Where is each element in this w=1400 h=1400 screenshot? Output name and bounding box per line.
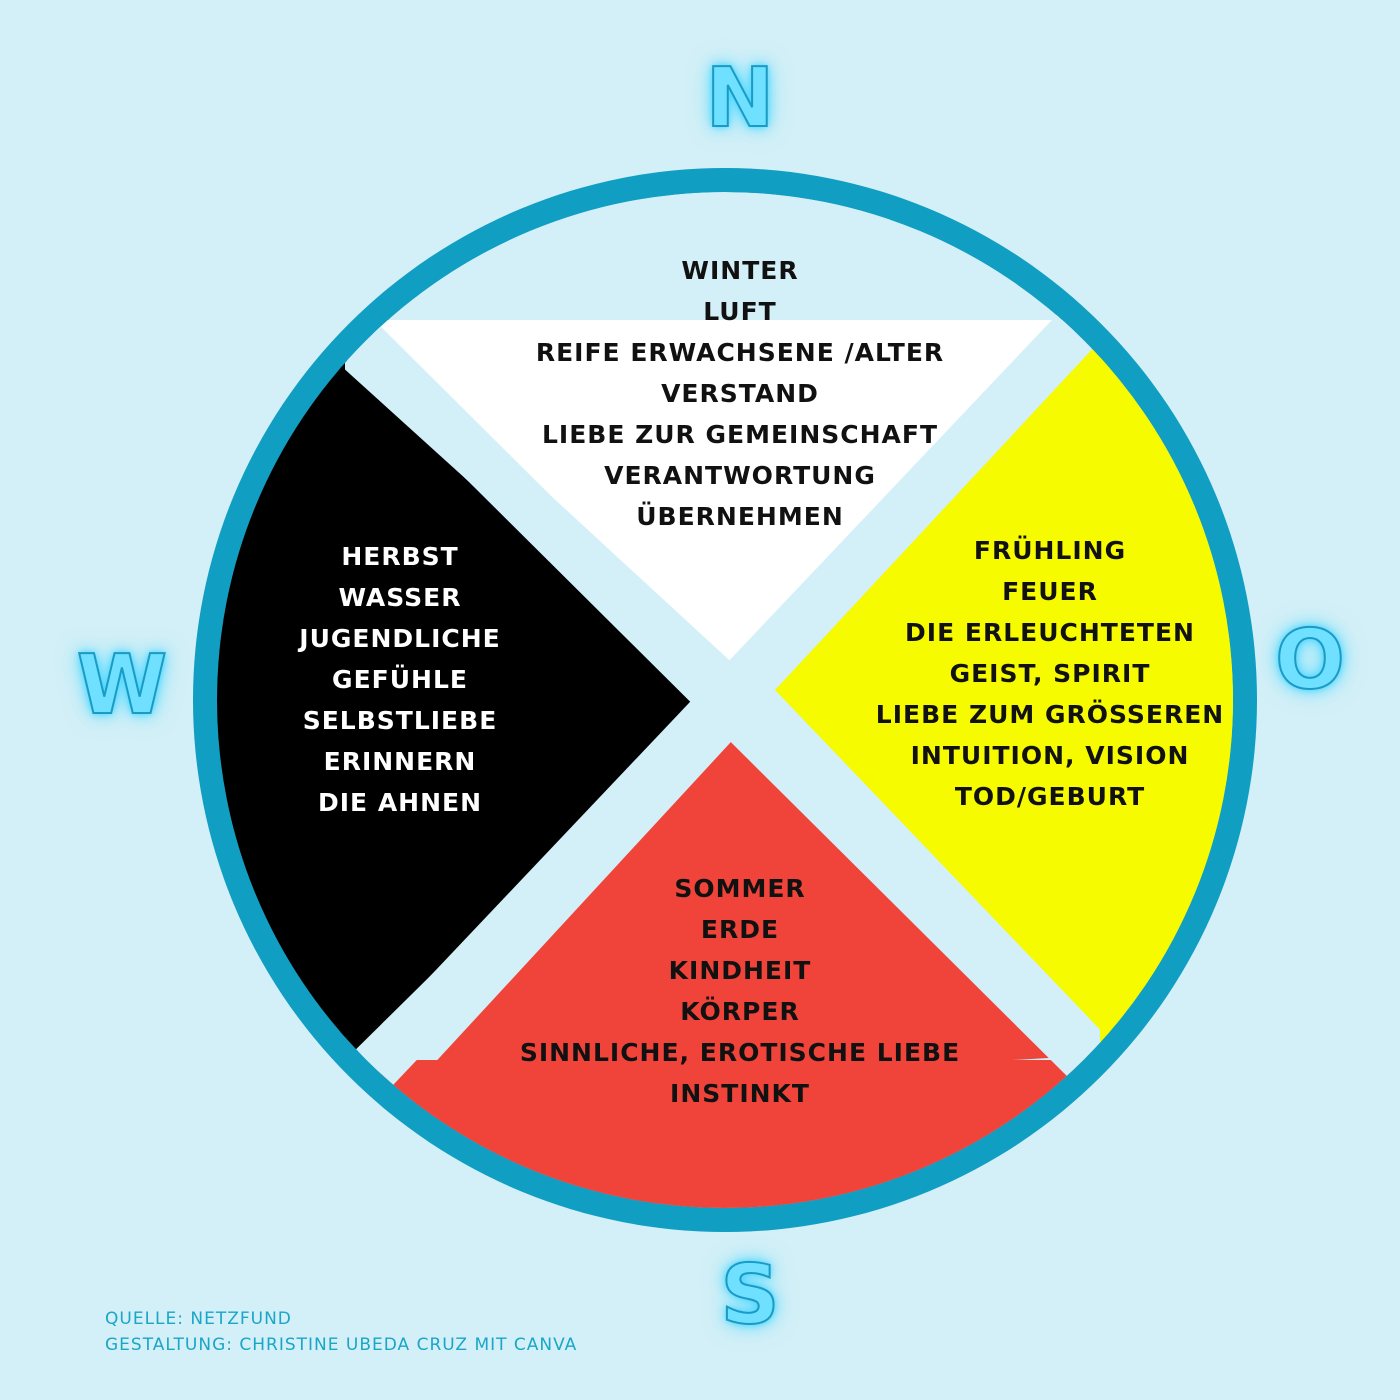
south-line: Instinkt (670, 1079, 810, 1108)
west-sector-text: Herbst Wasser Jugendliche Gefühle Selbst… (210, 536, 590, 823)
east-line: Geist, Spirit (949, 659, 1151, 688)
south-line: Sinnliche, erotische Liebe (519, 1038, 961, 1067)
north-line: Verantwortung (604, 461, 876, 490)
north-sector (360, 320, 1085, 670)
north-line: Winter (681, 256, 799, 285)
east-line: Die Erleuchteten (905, 618, 1195, 647)
south-sector-text: Sommer Erde Kindheit Körper Sinnliche, e… (440, 868, 1040, 1114)
compass-south-label: S (719, 1248, 780, 1343)
east-sector-text: Frühling Feuer Die Erleuchteten Geist, S… (850, 530, 1250, 817)
west-line: Erinnern (323, 747, 477, 776)
east-line: Frühling (973, 536, 1127, 565)
west-line: Jugendliche (299, 624, 501, 653)
west-sector (340, 365, 710, 1065)
east-sector (775, 330, 1110, 1040)
credits-design: Gestaltung: Christine Ubeda Cruz mit Can… (105, 1335, 578, 1355)
south-line: Sommer (674, 874, 806, 903)
west-line: Gefühle (332, 665, 468, 694)
credits: Quelle: Netzfund Gestaltung: Christine U… (105, 1306, 577, 1358)
north-line: Verstand (661, 379, 819, 408)
north-line: Reife Erwachsene /Alter (535, 338, 945, 367)
east-line: Intuition, Vision (910, 741, 1190, 770)
west-line: Die Ahnen (317, 788, 483, 817)
compass-west-label: W (76, 638, 168, 733)
compass-north-label: N (705, 51, 776, 146)
north-line: Übernehmen (636, 502, 844, 531)
north-sector-text: Winter Luft Reife Erwachsene /Alter Vers… (440, 250, 1040, 537)
west-line: Wasser (338, 583, 462, 612)
west-line: Herbst (341, 542, 459, 571)
east-line: Liebe zum Größeren (875, 700, 1225, 729)
south-sector (405, 730, 1100, 1095)
west-line: Selbstliebe (302, 706, 498, 735)
credits-source: Quelle: Netzfund (105, 1309, 292, 1329)
compass-east-label: O (1274, 613, 1346, 708)
east-line: Feuer (1002, 577, 1098, 606)
diagonal-gap-2 (342, 303, 1103, 1102)
south-line: Erde (700, 915, 780, 944)
south-line: Kindheit (668, 956, 812, 985)
north-line: Luft (703, 297, 777, 326)
east-line: Tod/Geburt (954, 782, 1146, 811)
north-line: Liebe zur Gemeinschaft (541, 420, 939, 449)
south-line: Körper (680, 997, 800, 1026)
